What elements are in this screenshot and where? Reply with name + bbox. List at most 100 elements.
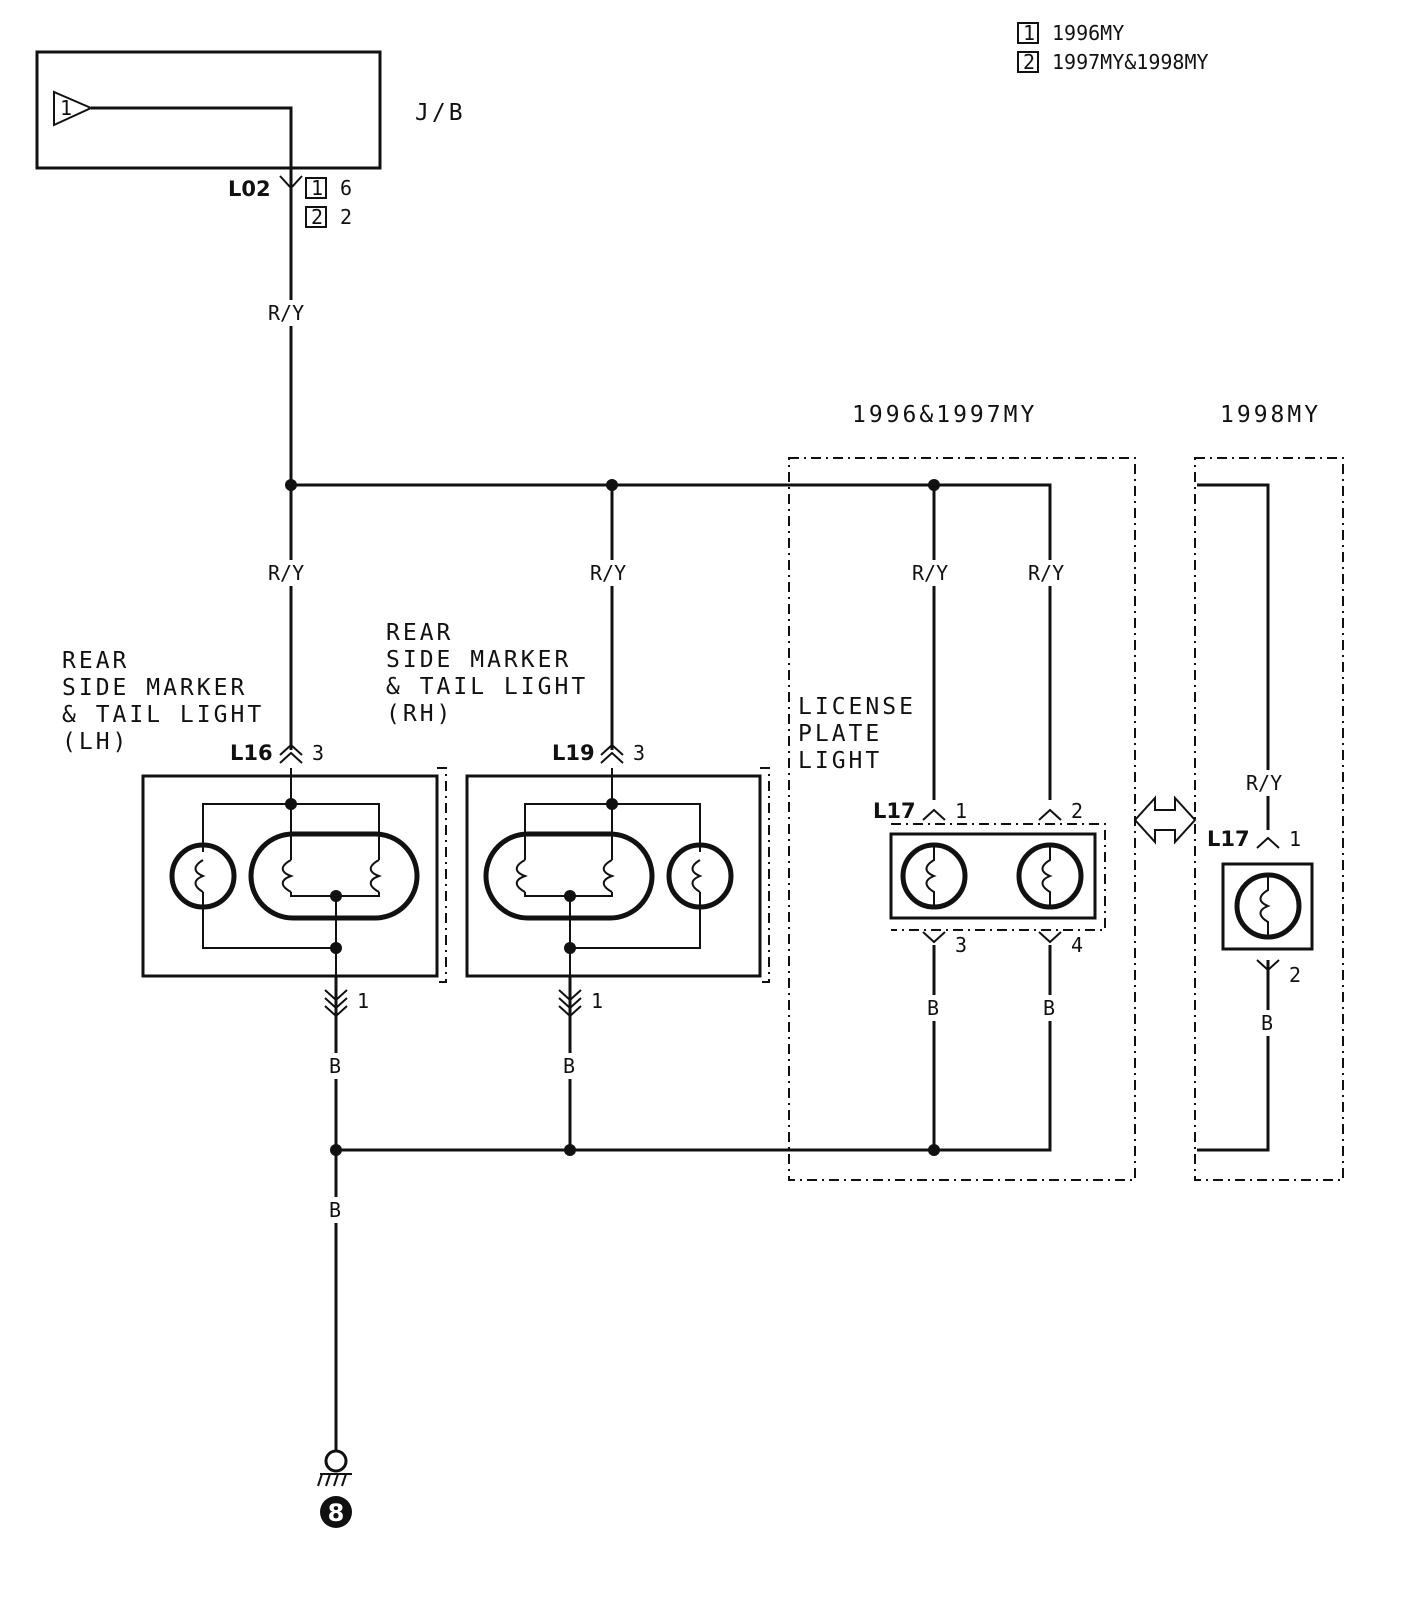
wire-color-label: R/Y <box>912 561 948 585</box>
wire-color-label: B <box>563 1054 575 1078</box>
group-early-label: 1996&1997MY <box>852 402 1037 428</box>
tail-light-bulb-icon <box>248 831 420 921</box>
ground-number: 8 <box>328 1499 345 1527</box>
connector-chevron-icon <box>279 175 303 190</box>
l19-top-pin: 3 <box>633 741 645 765</box>
connector-chevron-icon <box>1038 808 1062 821</box>
bulb-filament-icon <box>194 859 206 893</box>
connector-l16-name: L16 <box>230 741 273 765</box>
interchange-arrow-icon <box>1133 795 1197 845</box>
l02-variant-box-2 <box>305 206 327 228</box>
bulb-filament-icon <box>515 859 528 893</box>
rh-tail-light: REAR SIDE MARKER & TAIL LIGHT (RH) L19 3… <box>386 620 770 1018</box>
legend-box-2 <box>1017 51 1039 73</box>
connector-chevron-icon <box>922 808 946 821</box>
l19-bottom-pin: 1 <box>591 989 603 1013</box>
bulb-filament-icon <box>369 859 382 893</box>
splice-points <box>285 479 940 1156</box>
l16-top-pin: 3 <box>312 741 324 765</box>
wire-color-label: B <box>927 996 939 1020</box>
connector-l19-name: L19 <box>552 741 595 765</box>
group-late-label: 1998MY <box>1220 402 1321 428</box>
ground-icon <box>317 1473 352 1487</box>
l17-pin-3: 3 <box>955 933 967 957</box>
l02-variant-num-1: 1 <box>311 176 323 200</box>
l17b-bottom-pin: 2 <box>1289 963 1301 987</box>
rh-internal-wire <box>524 892 613 976</box>
fuse-symbol-icon <box>53 90 94 127</box>
splice-dot <box>606 479 618 491</box>
l17-pin-4: 4 <box>1071 933 1083 957</box>
wire-color-label: R/Y <box>1246 771 1282 795</box>
license-housing <box>889 832 1097 920</box>
rh-housing <box>465 774 762 978</box>
connector-chevron-icon <box>922 931 946 944</box>
wire-color-label: R/Y <box>268 561 304 585</box>
bulb-filament-icon <box>691 859 703 893</box>
junction-box-label: J/B <box>415 100 466 126</box>
splice-dot <box>330 1144 342 1156</box>
splice-dot <box>928 479 940 491</box>
ground-eyelet-icon <box>324 1449 348 1473</box>
wire-color-label: R/Y <box>1028 561 1064 585</box>
bulb-filament-icon <box>1041 846 1053 906</box>
license-plate-early-group: 1996&1997MY LICENSE PLATE LIGHT L17 1 2 … <box>788 402 1136 1181</box>
legend-box-1 <box>1017 22 1039 44</box>
l17b-top-pin: 1 <box>1289 827 1301 851</box>
legend-text-2: 1997MY&1998MY <box>1052 50 1209 74</box>
license-connector-outline <box>891 823 1106 931</box>
group-late-outline <box>1194 457 1344 1181</box>
legend-num-2: 2 <box>1023 50 1035 74</box>
connector-l17b-name: L17 <box>1207 827 1250 851</box>
legend-num-1: 1 <box>1023 21 1035 45</box>
wire-color-label: R/Y <box>590 561 626 585</box>
wire-color-label: B <box>1043 996 1055 1020</box>
bulb-filament-icon <box>1259 876 1271 936</box>
license-plate-1998-group: 1998MY L17 1 2 <box>1194 402 1344 1181</box>
splice-dot <box>928 1144 940 1156</box>
main-feed-wire <box>91 106 293 485</box>
splice-dot <box>285 479 297 491</box>
connector-l02-name: L02 <box>228 177 271 201</box>
connector-l02: L02 1 6 2 2 <box>228 175 352 229</box>
rh-connector-outline <box>760 767 770 983</box>
connector-chevron-icon <box>1256 959 1280 972</box>
connector-chevron-icon <box>279 743 303 764</box>
connector-chevron-icon <box>600 743 624 764</box>
wire-color-label: B <box>329 1054 341 1078</box>
connector-l17-name: L17 <box>873 799 916 823</box>
legend-text-1: 1996MY <box>1052 21 1124 45</box>
wire-color-labels: R/Y R/Y R/Y R/Y R/Y R/Y B B B B B B <box>266 300 1294 1223</box>
junction-box-outline <box>35 50 382 170</box>
lh-label: REAR SIDE MARKER & TAIL LIGHT (LH) <box>62 648 281 755</box>
l16-bottom-pin: 1 <box>357 989 369 1013</box>
wire-color-label: B <box>329 1198 341 1222</box>
ry-bus-wire <box>291 483 1052 800</box>
lh-tail-light: REAR SIDE MARKER & TAIL LIGHT (LH) L16 3… <box>62 648 447 1018</box>
rh-label: REAR SIDE MARKER & TAIL LIGHT (RH) <box>386 620 605 727</box>
ground-symbol: 8 <box>317 1449 352 1528</box>
wire-color-label: B <box>1261 1011 1273 1035</box>
splice-dot <box>564 1144 576 1156</box>
l17-pin-1: 1 <box>955 799 967 823</box>
license-1998-housing <box>1221 862 1314 951</box>
connector-chevron-icon <box>324 989 348 1018</box>
l02-variant-num-2: 2 <box>311 205 323 229</box>
wire-color-label: R/Y <box>268 301 304 325</box>
bulb-filament-icon <box>925 846 937 906</box>
license-1998-ground-wire <box>1197 960 1270 1152</box>
connector-chevron-icon <box>1256 836 1280 849</box>
rh-internal-wire <box>570 892 701 949</box>
license-1998-feed-wire <box>1197 483 1270 830</box>
ground-number-badge <box>320 1496 352 1528</box>
bulb-filament-icon <box>602 859 615 893</box>
l02-variant-box-1 <box>305 177 327 199</box>
lh-internal-wire <box>202 892 337 976</box>
bulb-filament-icon <box>281 859 294 893</box>
l02-pin-2: 2 <box>340 205 352 229</box>
junction-box: 1 J/B <box>35 50 466 170</box>
connector-chevron-icon <box>558 989 582 1018</box>
l02-pin-1: 6 <box>340 176 352 200</box>
l17-pin-2: 2 <box>1071 799 1083 823</box>
